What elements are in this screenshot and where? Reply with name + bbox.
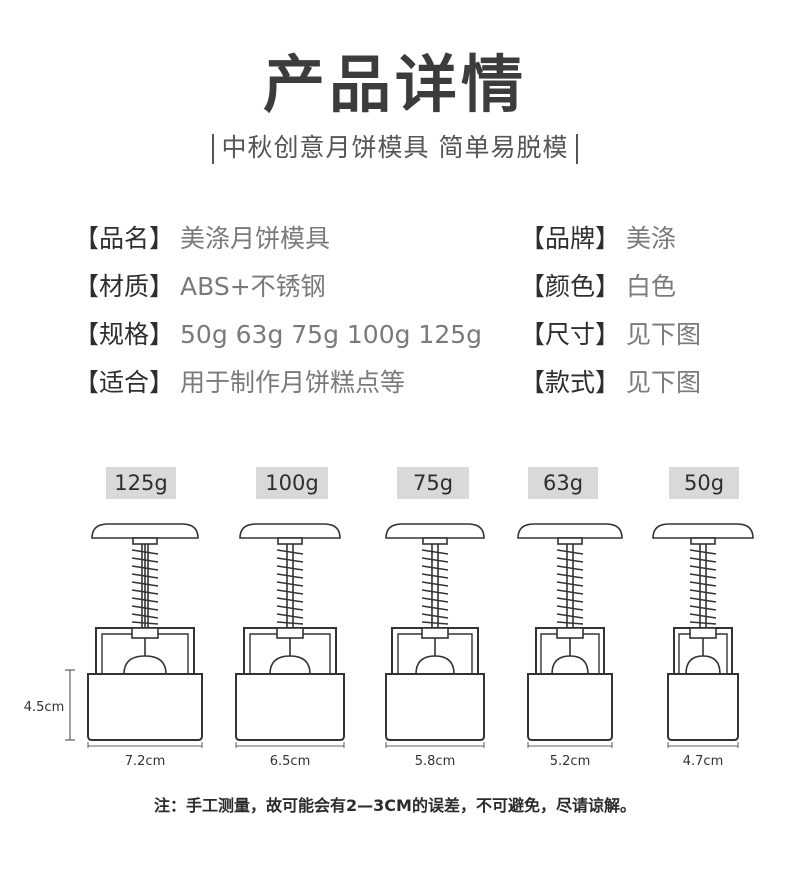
spec-value: 白色 — [626, 272, 677, 301]
spec-row-brand: 【品牌】美涤 — [520, 219, 676, 255]
size-badge-50g: 50g — [669, 467, 739, 499]
measurement-note: 注：手工测量，故可能会有2—3CM的误差，不可避免，尽请谅解。 — [154, 796, 636, 815]
spec-label: 【尺寸】 — [520, 320, 621, 349]
spec-row-color: 【颜色】白色 — [520, 267, 676, 303]
subtitle-text: 中秋创意月饼模具 简单易脱模 — [221, 133, 569, 162]
height-dimension-line — [65, 669, 75, 741]
width-label-50g: 4.7cm — [682, 754, 724, 769]
spec-row-spec: 【规格】50g 63g 75g 100g 125g — [74, 315, 482, 351]
spec-label: 【款式】 — [520, 368, 621, 397]
spec-value: 见下图 — [626, 320, 702, 349]
spec-label: 【颜色】 — [520, 272, 621, 301]
spec-row-material: 【材质】ABS+不锈钢 — [74, 267, 326, 303]
spec-label: 【品牌】 — [520, 224, 621, 253]
spec-label: 【适合】 — [74, 368, 175, 397]
size-badge-125g: 125g — [106, 467, 176, 499]
width-label-100g: 6.5cm — [269, 754, 311, 769]
height-dimension-label: 4.5cm — [23, 700, 65, 715]
page-title: 产品详情 — [262, 48, 527, 121]
mold-50g-illustration — [652, 523, 754, 748]
spec-value: 见下图 — [626, 368, 702, 397]
mold-100g-illustration — [235, 523, 345, 748]
spec-label: 【品名】 — [74, 224, 175, 253]
spec-value: 美涤月饼模具 — [180, 224, 331, 253]
mold-75g-illustration — [385, 523, 485, 748]
width-label-75g: 5.8cm — [414, 754, 456, 769]
page-subtitle: 中秋创意月饼模具 简单易脱模 — [0, 128, 790, 164]
spec-value: ABS+不锈钢 — [180, 272, 326, 301]
spec-value: 用于制作月饼糕点等 — [180, 368, 406, 397]
width-label-63g: 5.2cm — [549, 754, 591, 769]
mold-125g-illustration — [87, 523, 203, 748]
spec-label: 【规格】 — [74, 320, 175, 349]
divider-left — [211, 134, 214, 164]
spec-row-style: 【款式】见下图 — [520, 363, 701, 399]
size-badge-100g: 100g — [256, 467, 328, 499]
spec-row-dimension: 【尺寸】见下图 — [520, 315, 701, 351]
spec-value: 美涤 — [626, 224, 677, 253]
spec-label: 【材质】 — [74, 272, 175, 301]
divider-right — [576, 134, 579, 164]
size-badge-63g: 63g — [528, 467, 598, 499]
spec-row-usage: 【适合】用于制作月饼糕点等 — [74, 363, 405, 399]
width-label-125g: 7.2cm — [124, 754, 166, 769]
mold-63g-illustration — [517, 523, 623, 748]
spec-value: 50g 63g 75g 100g 125g — [180, 320, 483, 349]
size-badge-75g: 75g — [397, 467, 469, 499]
spec-row-name: 【品名】美涤月饼模具 — [74, 219, 330, 255]
